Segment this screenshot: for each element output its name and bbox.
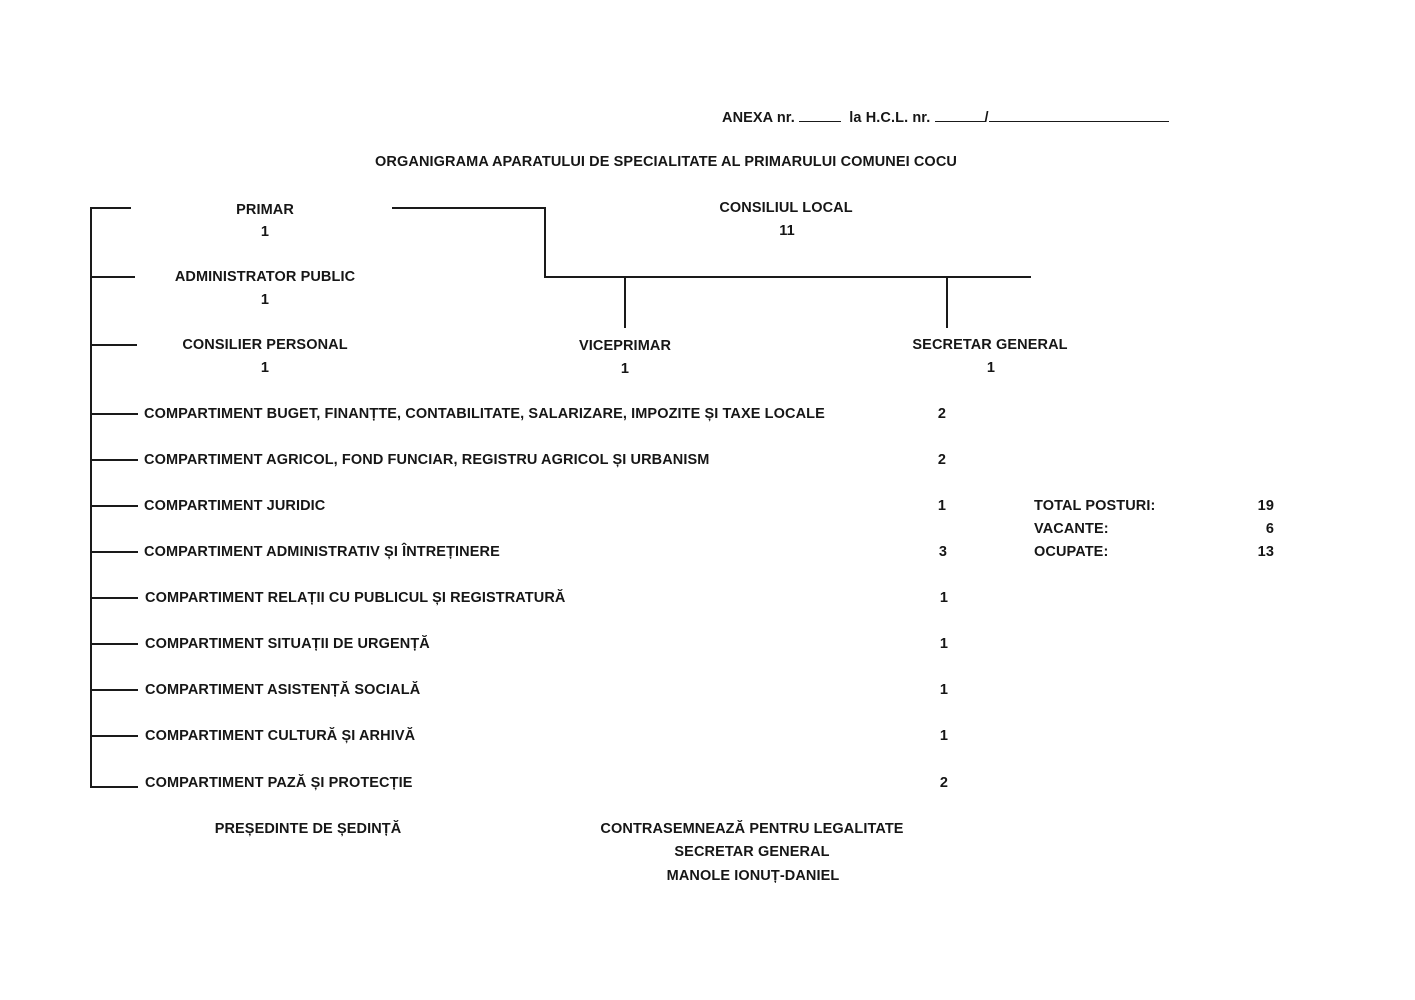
viceprimar-count: 1 xyxy=(620,361,630,377)
department-count: 1 xyxy=(939,590,949,606)
primar-count: 1 xyxy=(260,224,270,240)
department-count: 2 xyxy=(937,452,947,468)
department-count: 1 xyxy=(939,682,949,698)
presedinte-de-sedinta: PREȘEDINTE DE ȘEDINȚĂ xyxy=(214,821,402,837)
secretar-general-count: 1 xyxy=(986,360,996,376)
ocupate-value: 13 xyxy=(1257,544,1274,560)
hcl-date-blank xyxy=(988,109,1169,122)
department-label: COMPARTIMENT JURIDIC xyxy=(144,498,326,514)
hcl-label: la H.C.L. nr. xyxy=(849,110,931,126)
contrasemneaza-label: CONTRASEMNEAZĂ PENTRU LEGALITATE xyxy=(600,821,904,837)
department-count: 3 xyxy=(938,544,948,560)
total-posturi-label: TOTAL POSTURI: xyxy=(1034,498,1156,514)
department-label: COMPARTIMENT SITUAȚII DE URGENȚĂ xyxy=(145,636,430,652)
department-label: COMPARTIMENT RELAȚII CU PUBLICUL ȘI REGI… xyxy=(145,590,566,606)
department-label: COMPARTIMENT ASISTENȚĂ SOCIALĂ xyxy=(145,682,421,698)
department-label: COMPARTIMENT ADMINISTRATIV ȘI ÎNTREȚINER… xyxy=(144,544,500,560)
department-label: COMPARTIMENT AGRICOL, FOND FUNCIAR, REGI… xyxy=(144,452,710,468)
department-label: COMPARTIMENT PAZĂ ȘI PROTECȚIE xyxy=(145,775,413,791)
consiliu-local-count: 11 xyxy=(779,223,795,239)
administrator-label: ADMINISTRATOR PUBLIC xyxy=(174,269,356,285)
secretar-general-name: MANOLE IONUȚ-DANIEL xyxy=(666,868,840,884)
consiliu-local-label: CONSILIUL LOCAL xyxy=(719,200,853,216)
total-posturi-value: 19 xyxy=(1257,498,1274,514)
department-count: 2 xyxy=(937,406,947,422)
vacante-label: VACANTE: xyxy=(1034,521,1109,537)
department-count: 2 xyxy=(939,775,949,791)
vacante-value: 6 xyxy=(1265,521,1274,537)
annex-number-blank xyxy=(799,109,842,122)
viceprimar-label: VICEPRIMAR xyxy=(578,338,672,354)
department-label: COMPARTIMENT CULTURĂ ȘI ARHIVĂ xyxy=(145,728,416,744)
secretar-general-label: SECRETAR GENERAL xyxy=(912,337,1068,353)
department-label: COMPARTIMENT BUGET, FINANȚTE, CONTABILIT… xyxy=(144,406,825,422)
department-count: 1 xyxy=(939,636,949,652)
hcl-number-blank xyxy=(934,109,985,122)
department-count: 1 xyxy=(939,728,949,744)
slash-separator: / xyxy=(984,110,989,126)
primar-label: PRIMAR xyxy=(236,202,294,218)
annex-label: ANEXA nr. xyxy=(722,110,795,126)
consilier-count: 1 xyxy=(260,360,270,376)
document-title: ORGANIGRAMA APARATULUI DE SPECIALITATE A… xyxy=(375,154,957,170)
ocupate-label: OCUPATE: xyxy=(1034,544,1109,560)
department-count: 1 xyxy=(937,498,947,514)
consilier-label: CONSILIER PERSONAL xyxy=(182,337,348,353)
annex-reference: ANEXA nr. la H.C.L. nr. / xyxy=(722,109,1169,127)
secretar-general-signature-title: SECRETAR GENERAL xyxy=(674,844,830,860)
administrator-count: 1 xyxy=(260,292,270,308)
